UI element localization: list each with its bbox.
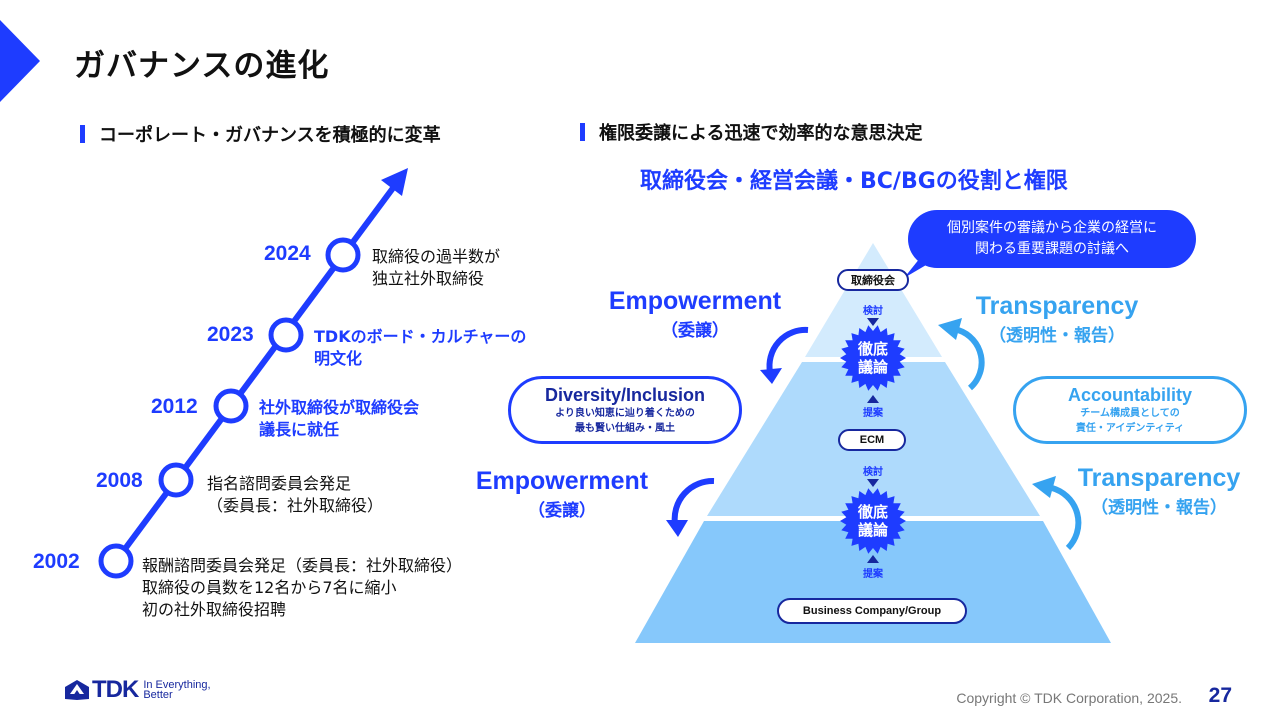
timeline-arrowhead-icon: [381, 168, 408, 196]
year-2024: 2024: [264, 242, 311, 265]
year-2023: 2023: [207, 323, 254, 346]
callout-tail-icon: [904, 258, 938, 278]
page-title: ガバナンスの進化: [74, 48, 330, 84]
timeline-node-2023: [268, 317, 304, 353]
corner-chevron-icon: [0, 20, 40, 102]
pyramid-tier-business: [635, 521, 1111, 643]
arrowhead-icon: [666, 520, 688, 537]
right-heading-text: 権限委譲による迅速で効率的な意思決定: [599, 123, 923, 144]
year-2012: 2012: [151, 395, 198, 418]
down-triangle-icon: [867, 318, 879, 326]
logo-tagline: In Everything,Better: [143, 679, 211, 701]
left-heading-text: コーポレート・ガバナンスを積極的に変革: [99, 125, 441, 146]
review-label-lower: 検討: [863, 467, 883, 478]
event-2012: 社外取締役が取締役会議長に就任: [259, 398, 420, 439]
empowerment-label-lower: Empowerment （委譲）: [475, 467, 649, 521]
transparency-arrow-lower: [1051, 485, 1082, 551]
proposal-label-upper: 提案: [863, 408, 883, 419]
starburst-icon: [840, 325, 906, 391]
badge-text-lower: 徹底議論: [857, 503, 888, 539]
transparency-label-lower: Transparency （透明性・報告）: [1077, 464, 1241, 518]
empowerment-label-upper: Empowerment （委譲）: [608, 287, 782, 341]
arrowhead-icon: [1032, 476, 1056, 498]
up-triangle-icon: [867, 555, 879, 563]
pyramid-tier-board: [805, 243, 942, 357]
starburst-badge-upper: [840, 325, 906, 391]
timeline-node-2012: [213, 388, 249, 424]
diversity-inclusion-box: Diversity/Inclusion より良い知恵に辿り着くための 最も賢い仕…: [508, 376, 742, 444]
right-section-heading: 権限委譲による迅速で効率的な意思決定: [580, 119, 922, 145]
event-2023: TDKのボード・カルチャーの明文化: [314, 327, 527, 368]
timeline-node-2002: [98, 543, 134, 579]
transparency-arrow-upper: [956, 327, 985, 391]
transparency-label-upper: Transparency （透明性・報告）: [975, 292, 1139, 346]
starburst-badge-lower: [840, 488, 906, 554]
arrowhead-icon: [760, 368, 782, 384]
timeline-node-2024: [325, 237, 361, 273]
left-section-heading: コーポレート・ガバナンスを積極的に変革: [80, 121, 441, 147]
diagram-title: 取締役会・経営会議・BC/BGの役割と権限: [640, 169, 1068, 194]
timeline-node-2008: [158, 462, 194, 498]
copyright-text: Copyright © TDK Corporation, 2025.: [956, 690, 1182, 706]
heading-bar-icon: [580, 123, 585, 141]
tdk-emblem-icon: [65, 680, 89, 700]
badge-text-upper: 徹底議論: [857, 340, 888, 376]
heading-bar-icon: [80, 125, 85, 143]
year-2008: 2008: [96, 469, 143, 492]
starburst-icon: [840, 488, 906, 554]
arrowhead-icon: [938, 318, 962, 340]
event-2024: 取締役の過半数が独立社外取締役: [372, 247, 501, 288]
event-2008: 指名諮問委員会発足（委員長：社外取締役）: [207, 474, 384, 515]
callout-bubble: 個別案件の審議から企業の経営に関わる重要課題の討議へ: [908, 210, 1196, 268]
tier-label-board: 取締役会: [837, 269, 909, 291]
logo-wordmark: TDK: [92, 676, 139, 703]
proposal-label-lower: 提案: [863, 569, 883, 580]
up-triangle-icon: [867, 395, 879, 403]
empowerment-arrow-lower: [671, 477, 715, 525]
down-triangle-icon: [867, 479, 879, 487]
review-label-upper: 検討: [863, 306, 883, 317]
accountability-box: Accountability チーム構成員としての 責任・アイデンティティ: [1013, 376, 1247, 444]
empowerment-arrow-upper: [766, 326, 809, 373]
timeline-graphic: [98, 168, 408, 579]
page-number: 27: [1208, 684, 1232, 707]
tdk-logo: TDK In Everything,Better: [64, 676, 211, 704]
year-2002: 2002: [33, 550, 80, 573]
event-2002: 報酬諮問委員会発足（委員長：社外取締役）取締役の員数を12名から7名に縮小初の社…: [142, 556, 463, 619]
tier-label-business: Business Company/Group: [777, 598, 967, 624]
tier-label-ecm: ECM: [838, 429, 906, 451]
